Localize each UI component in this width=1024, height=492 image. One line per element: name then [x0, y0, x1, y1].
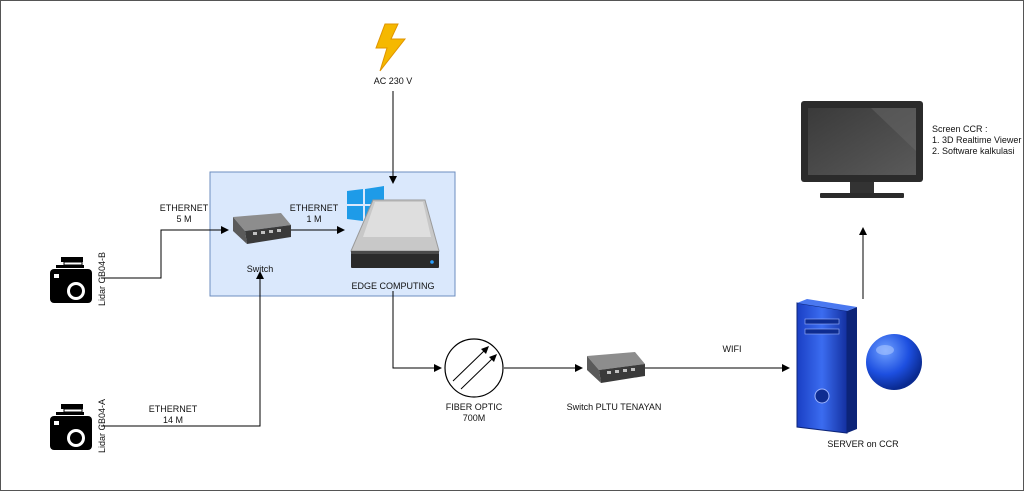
switch-pltu-icon: [587, 352, 645, 383]
fiber-label-2: 700M: [463, 413, 486, 423]
lightning-icon: [375, 23, 407, 72]
edge-label: EDGE COMPUTING: [351, 281, 434, 291]
screen-ccr-item-1: 1. 3D Realtime Viewer: [932, 135, 1021, 145]
eth-5m-label-1: ETHERNET: [160, 203, 209, 213]
link-lidar-a-switch: [101, 271, 264, 427]
eth-1m-label-1: ETHERNET: [290, 203, 339, 213]
eth-14m-label-2: 14 M: [163, 415, 183, 425]
monitor-icon: [801, 101, 923, 198]
fiber-optic-icon: [444, 338, 504, 398]
server-label: SERVER on CCR: [827, 439, 899, 449]
switch-icon: [233, 213, 291, 244]
switch-pltu-label: Switch PLTU TENAYAN: [567, 402, 662, 412]
wifi-label: WIFI: [723, 344, 742, 354]
eth-1m-label-2: 1 M: [306, 214, 321, 224]
link-lidar-b-switch: [101, 226, 229, 279]
screen-ccr-title: Screen CCR :: [932, 124, 988, 134]
edge-server-icon: [350, 199, 440, 268]
lidar-a-camera-icon: [50, 404, 92, 450]
screen-ccr-item-2: 2. Software kalkulasi: [932, 146, 1015, 156]
lidar-b-camera-icon: [50, 257, 92, 303]
connectors: [101, 91, 867, 427]
switch-label: Switch: [247, 264, 274, 274]
power-label: AC 230 V: [374, 76, 413, 86]
eth-14m-label-1: ETHERNET: [149, 404, 198, 414]
lidar-b-label: Lidar CB04-B: [97, 252, 107, 306]
link-edge-fiber: [392, 291, 442, 372]
lidar-a-label: Lidar CB04-A: [97, 399, 107, 453]
eth-5m-label-2: 5 M: [176, 214, 191, 224]
server-ccr-icon: [796, 299, 922, 434]
fiber-label-1: FIBER OPTIC: [446, 402, 503, 412]
